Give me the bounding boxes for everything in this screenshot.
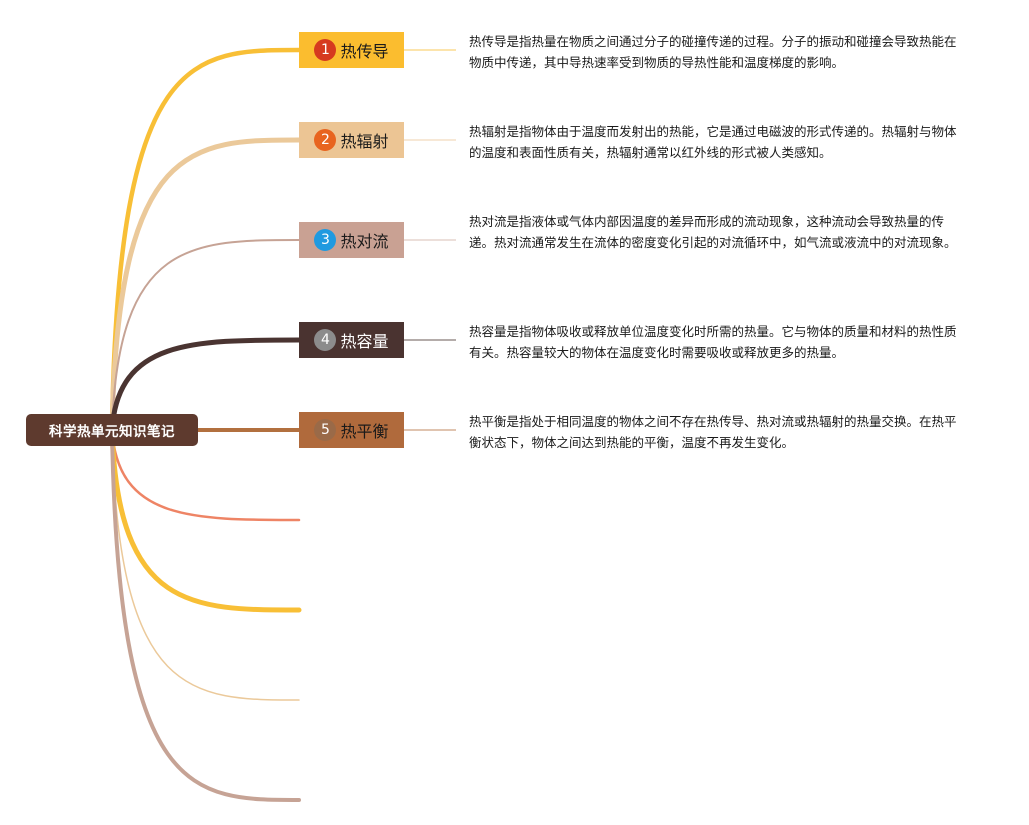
- branch-line: [109, 47, 302, 433]
- number-badge-icon: 5: [314, 419, 337, 441]
- topic-label: 热对流: [340, 232, 389, 251]
- topic-label: 热辐射: [340, 132, 389, 151]
- branch-line: [109, 337, 302, 433]
- number-badge-icon: 1: [314, 39, 337, 61]
- root-topic[interactable]: 科学热单元知识笔记: [26, 414, 198, 446]
- topic-label: 热容量: [340, 332, 389, 351]
- empty-branch-line: [111, 429, 300, 701]
- number-badge-icon: 4: [314, 329, 337, 351]
- note-heat-convection: 热对流是指液体或气体内部因温度的差异而形成的流动现象，这种流动会导致热量的传递。…: [469, 214, 957, 250]
- topic-heat-capacity[interactable]: 4 热容量: [299, 322, 404, 358]
- topic-label: 热平衡: [340, 422, 389, 441]
- number-badge-icon: 2: [314, 129, 337, 151]
- topic-thermal-equilibrium[interactable]: 5 热平衡: [299, 412, 404, 448]
- note-heat-capacity: 热容量是指物体吸收或释放单位温度变化时所需的热量。它与物体的质量和材料的热性质有…: [469, 324, 957, 360]
- topic-heat-conduction[interactable]: 1 热传导: [299, 32, 404, 68]
- empty-branch-line: [110, 428, 301, 522]
- empty-branch-line: [110, 428, 301, 802]
- topic-heat-radiation[interactable]: 2 热辐射: [299, 122, 404, 158]
- root-topic-label: 科学热单元知识笔记: [49, 424, 175, 440]
- topic-heat-convection[interactable]: 3 热对流: [299, 222, 404, 258]
- empty-branch-line: [109, 427, 302, 613]
- topic-label: 热传导: [340, 42, 389, 61]
- branch-line: [111, 239, 300, 431]
- note-heat-radiation: 热辐射是指物体由于温度而发射出的热能，它是通过电磁波的形式传递的。热辐射与物体的…: [469, 124, 957, 160]
- note-heat-conduction: 热传导是指热量在物质之间通过分子的碰撞传递的过程。分子的振动和碰撞会导致热能在物…: [469, 34, 957, 70]
- number-badge-icon: 3: [314, 229, 337, 251]
- branch-line: [109, 137, 302, 433]
- note-thermal-equilibrium: 热平衡是指处于相同温度的物体之间不存在热传导、热对流或热辐射的热量交换。在热平衡…: [469, 414, 957, 450]
